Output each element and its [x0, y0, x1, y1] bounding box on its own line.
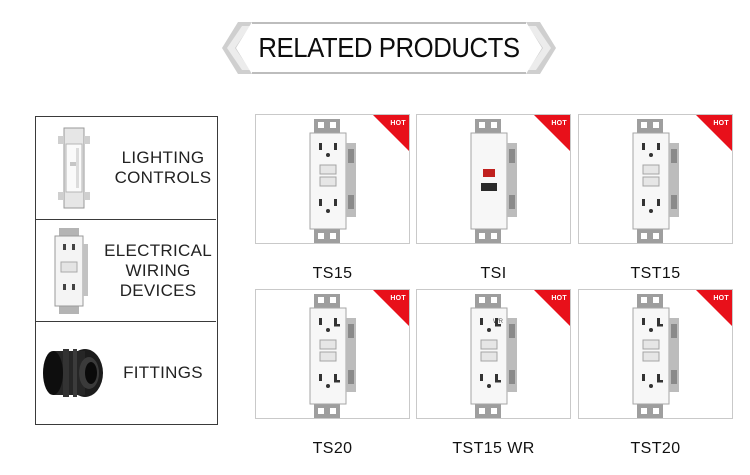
page-title: RELATED PRODUCTS [258, 32, 520, 63]
banner-frame-icon [222, 22, 556, 74]
product-card[interactable]: HOT [416, 114, 571, 244]
product-name[interactable]: TSI [480, 265, 507, 282]
product-name[interactable]: TST15 [630, 265, 681, 282]
hot-badge: HOT [534, 115, 570, 151]
product-card[interactable]: WR HOT [416, 289, 571, 419]
gfci-receptacle-icon [296, 294, 374, 418]
product-card[interactable]: HOT [578, 289, 733, 419]
gfci-receptacle-icon: WR [457, 294, 535, 418]
gfci-receptacle-icon [296, 119, 374, 243]
hot-badge: HOT [373, 115, 409, 151]
product-name[interactable]: TST20 [630, 440, 681, 457]
svg-text:WR: WR [493, 319, 504, 325]
hot-badge-label: HOT [713, 295, 729, 302]
product-card[interactable]: HOT [255, 289, 410, 419]
dimmer-switch-icon [36, 118, 114, 218]
hot-badge-label: HOT [390, 295, 406, 302]
product-name[interactable]: TS15 [312, 265, 353, 282]
category-electrical-wiring-devices[interactable]: ELECTRICAL WIRING DEVICES [36, 219, 216, 321]
conduit-fitting-icon [36, 323, 114, 423]
product-name[interactable]: TST15 WR [452, 440, 535, 457]
gfci-receptacle-icon [619, 119, 697, 243]
product-card[interactable]: HOT [578, 114, 733, 244]
category-label: ELECTRICAL WIRING DEVICES [104, 240, 212, 300]
category-sidebar: LIGHTING CONTROLS ELECTRICAL WIRING DEVI… [35, 116, 218, 425]
hot-badge-label: HOT [713, 120, 729, 127]
product-card[interactable]: HOT [255, 114, 410, 244]
hot-badge-label: HOT [551, 120, 567, 127]
product-name[interactable]: TS20 [312, 440, 353, 457]
category-fittings[interactable]: FITTINGS [36, 321, 216, 423]
category-label: FITTINGS [123, 362, 203, 382]
hot-badge: HOT [696, 115, 732, 151]
hot-badge-label: HOT [551, 295, 567, 302]
gfci-receptacle-icon [457, 119, 535, 243]
hot-badge-label: HOT [390, 120, 406, 127]
hot-badge: HOT [534, 290, 570, 326]
related-products-banner: RELATED PRODUCTS [222, 20, 556, 76]
gfci-receptacle-icon [619, 294, 697, 418]
outlet-receptacle-icon [36, 221, 104, 321]
category-label: LIGHTING CONTROLS [114, 148, 212, 187]
category-lighting-controls[interactable]: LIGHTING CONTROLS [36, 117, 216, 219]
hot-badge: HOT [696, 290, 732, 326]
hot-badge: HOT [373, 290, 409, 326]
